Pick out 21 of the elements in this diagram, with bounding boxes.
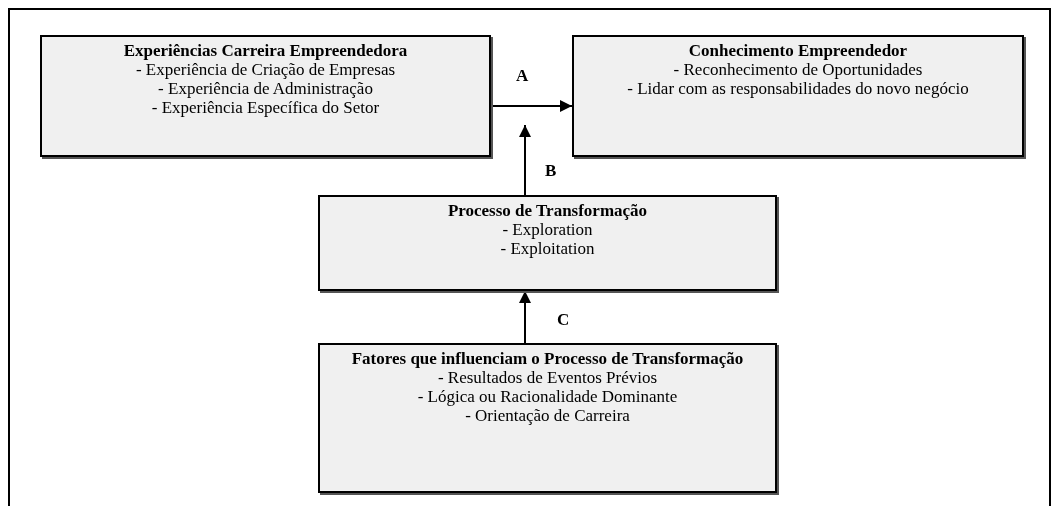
list-item: - Orientação de Carreira <box>464 406 631 425</box>
box-heading: Experiências Carreira Empreendedora <box>122 41 409 60</box>
list-item: - Exploitation <box>499 239 596 258</box>
concept-box <box>572 35 1024 157</box>
arrow <box>519 290 531 344</box>
arrow <box>490 100 573 112</box>
box-heading: Fatores que influenciam o Processo de Transformação <box>350 349 745 368</box>
list-item: - Experiência de Administração <box>157 79 374 98</box>
list-item: - Exploration <box>501 220 594 239</box>
list-item: - Resultados de Eventos Prévios <box>436 368 659 387</box>
concept-box <box>318 343 777 493</box>
box-heading: Conhecimento Empreendedor <box>687 41 909 60</box>
list-item: - Lógica ou Racionalidade Dominante <box>416 387 679 406</box>
box-heading: Processo de Transformação <box>446 201 649 220</box>
arrow <box>519 124 531 196</box>
concept-box <box>318 195 777 291</box>
list-item: - Reconhecimento de Oportunidades <box>672 60 924 79</box>
concept-box <box>40 35 491 157</box>
list-item: - Lidar com as responsabilidades do novo negócio <box>626 79 970 98</box>
list-item: - Experiência Específica do Setor <box>150 98 381 117</box>
list-item: - Experiência de Criação de Empresas <box>134 60 397 79</box>
